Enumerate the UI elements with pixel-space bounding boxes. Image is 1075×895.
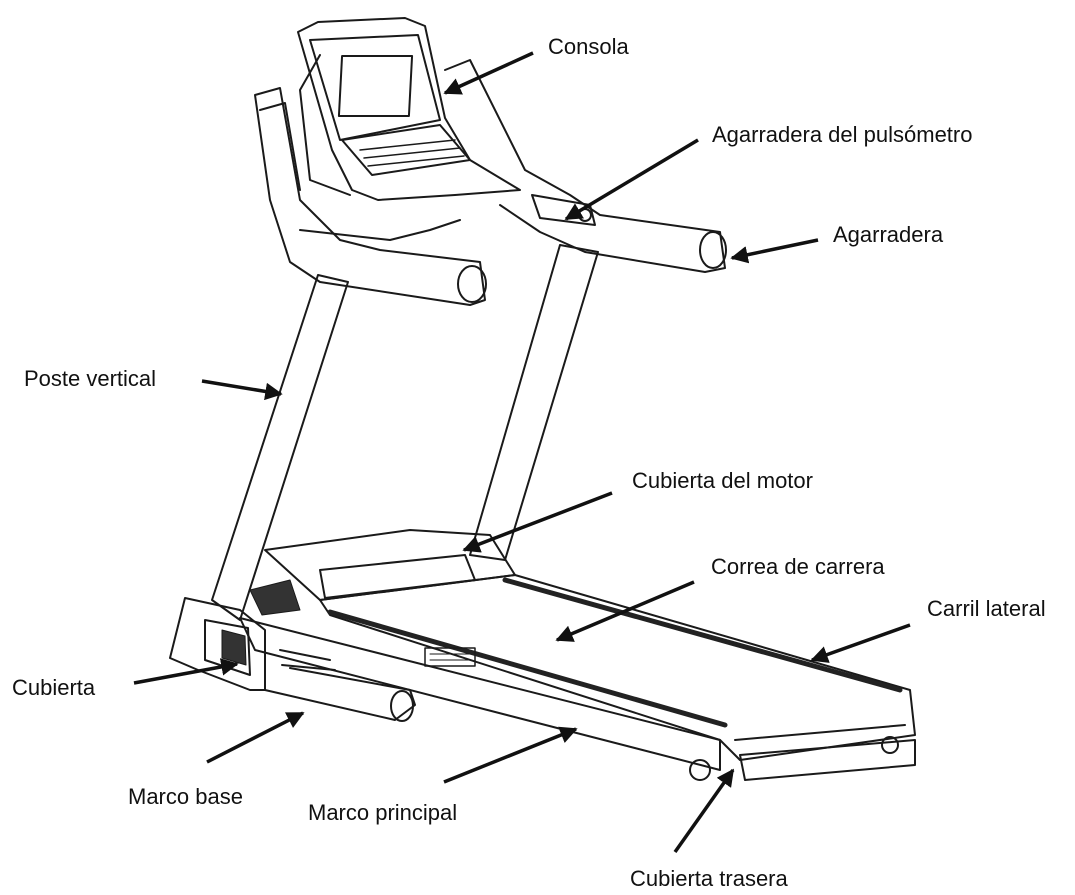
arrow-marco-base (206, 711, 305, 764)
label-marco-principal: Marco principal (308, 800, 458, 825)
label-cubierta-trasera: Cubierta trasera (630, 866, 788, 891)
motor-cover-shape (249, 529, 516, 616)
arrow-consola (443, 51, 534, 95)
arrow-agarradera (730, 238, 819, 264)
arrow-carril-lateral (810, 623, 911, 663)
console-shape (297, 17, 521, 201)
label-poste-vertical: Poste vertical (24, 366, 157, 391)
arrow-poste-vertical (201, 379, 283, 401)
deck-shape (319, 574, 916, 781)
arrow-cubierta (133, 658, 239, 685)
callout-arrows (133, 51, 911, 854)
arrow-correa-carrera (555, 580, 695, 642)
arrow-agarradera-pulsometro (564, 138, 699, 221)
label-cubierta-motor: Cubierta del motor (632, 468, 813, 493)
label-marco-base: Marco base (128, 784, 243, 809)
label-carril-lateral: Carril lateral (927, 596, 1046, 621)
left-handle-shape (254, 87, 487, 306)
label-agarradera: Agarradera (833, 222, 944, 247)
main-frame-shape (239, 617, 721, 771)
arrow-marco-principal (443, 726, 578, 784)
label-agarradera-pulsometro: Agarradera del pulsómetro (712, 122, 973, 147)
label-cubierta: Cubierta (12, 675, 96, 700)
arrow-cubierta-trasera (673, 768, 735, 854)
treadmill-drawing (169, 17, 916, 781)
front-cover-shape (169, 597, 416, 722)
label-correa-carrera: Correa de carrera (711, 554, 885, 579)
upright-posts-shape (211, 244, 599, 621)
arrow-cubierta-motor (462, 491, 613, 553)
label-consola: Consola (548, 34, 629, 59)
right-handle-shape (444, 59, 727, 273)
